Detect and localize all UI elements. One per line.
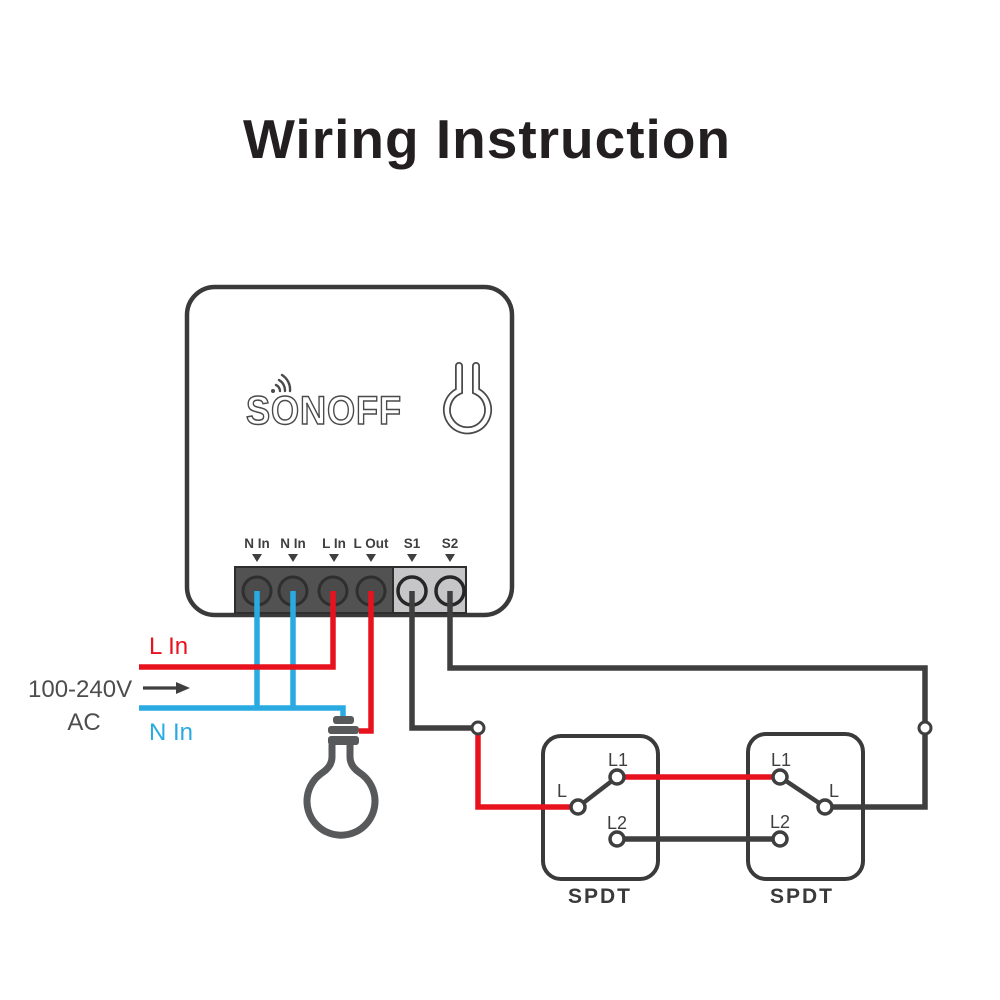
wire-live-out-to-bulb xyxy=(359,591,374,734)
switch1-terminal-l xyxy=(569,798,587,816)
wire-s1 xyxy=(409,591,473,731)
arrow-right-icon xyxy=(143,682,190,694)
junction-node-s1 xyxy=(470,720,486,736)
terminal-pointer xyxy=(407,554,417,562)
switch2-l-label: L xyxy=(829,781,839,801)
wire-live-s1-to-switch1 xyxy=(475,733,572,810)
bulb-cap xyxy=(333,716,354,724)
switch1-l1-label: L1 xyxy=(608,750,628,770)
light-bulb xyxy=(303,716,379,839)
terminal-label: N In xyxy=(280,536,306,551)
switch2-terminal-l xyxy=(816,798,834,816)
switch2-l1-label: L1 xyxy=(771,750,791,770)
hanging-hole-icon xyxy=(442,362,493,435)
terminal-labels: N In N In L In L Out S1 S2 xyxy=(244,536,458,562)
wifi-icon xyxy=(271,373,292,393)
page-title: Wiring Instruction xyxy=(243,108,731,170)
switch2-lever xyxy=(777,774,828,810)
wire-s2 xyxy=(447,591,928,723)
terminal-pointer xyxy=(288,554,298,562)
sonoff-logo: SONOFF xyxy=(246,389,402,433)
terminal-pointer xyxy=(329,554,339,562)
bulb-cap xyxy=(328,726,359,734)
switch1-l2-label: L2 xyxy=(607,813,627,833)
bulb-glass xyxy=(303,741,379,839)
terminal-label: N In xyxy=(244,536,270,551)
sonoff-device xyxy=(184,284,515,618)
spdt-label-2: SPDT xyxy=(770,885,834,908)
terminal-label: S1 xyxy=(404,536,421,551)
terminal-pointer xyxy=(366,554,376,562)
terminal-pointer xyxy=(445,554,455,562)
terminal-pointer xyxy=(252,554,262,562)
switch1-l-label: L xyxy=(557,781,567,801)
label-ac: AC xyxy=(67,709,100,736)
switch1-terminal-l2 xyxy=(608,830,626,848)
switch1-terminal-l1 xyxy=(608,768,626,786)
switch2-l2-label: L2 xyxy=(770,812,790,832)
label-neutral-in: N In xyxy=(149,719,193,746)
wire-live-in xyxy=(139,591,336,670)
switch2-terminal-l2 xyxy=(771,830,789,848)
terminal-label: L In xyxy=(322,536,346,551)
switch2-terminal-l1 xyxy=(771,768,789,786)
label-live-in: L In xyxy=(149,633,188,660)
terminal-label: S2 xyxy=(442,536,459,551)
label-voltage: 100-240V xyxy=(28,676,132,703)
spdt-label-1: SPDT xyxy=(568,885,632,908)
wire-s2-to-switch2 xyxy=(831,733,928,810)
terminal-label: L Out xyxy=(354,536,390,551)
junction-node-s2 xyxy=(917,720,933,736)
